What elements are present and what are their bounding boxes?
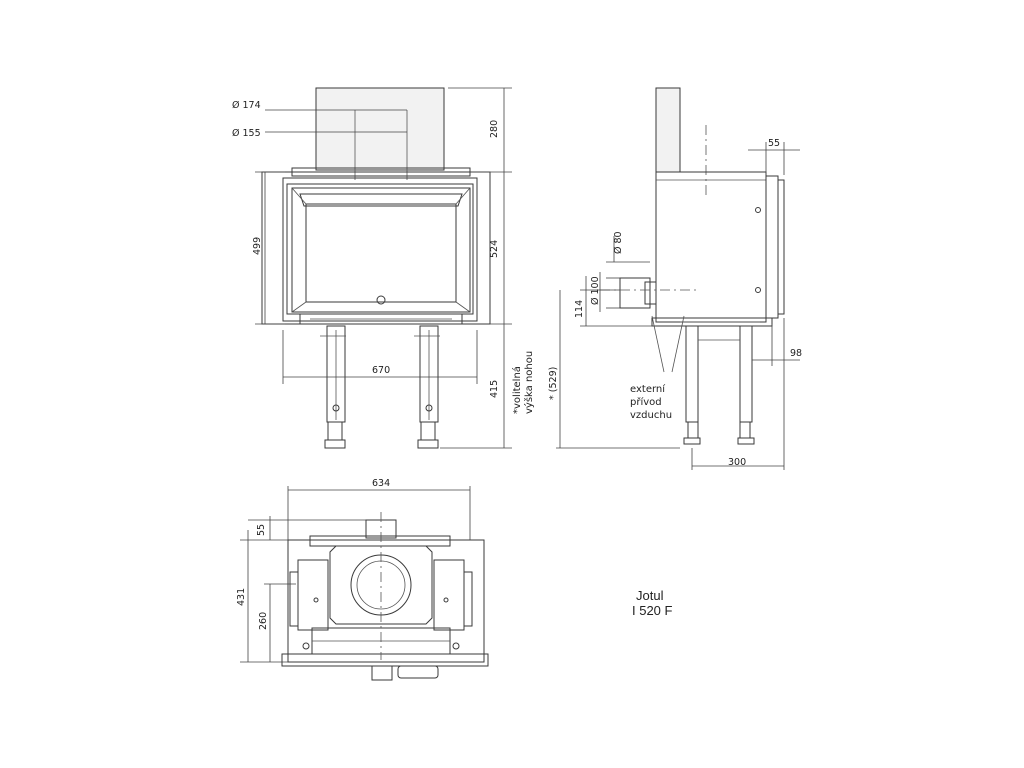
label-w-98: 98: [790, 348, 802, 359]
product-model: I 520 F: [632, 603, 673, 618]
side-body: [655, 171, 767, 323]
label-dia-174: Ø 174: [232, 100, 261, 111]
side-air-intake: [619, 277, 651, 309]
label-h-280: 280: [489, 120, 500, 138]
top-door-handle: [371, 665, 393, 681]
front-flue-collar: [315, 87, 445, 171]
front-glass: [305, 203, 457, 303]
label-h-114: 114: [574, 300, 585, 318]
top-view: [240, 486, 489, 681]
side-view: [556, 87, 800, 470]
label-d-431: 431: [236, 588, 247, 606]
label-h-529: * (529): [548, 367, 559, 400]
front-logo-emblem: [376, 295, 386, 305]
air-note-line1: externí: [630, 383, 666, 395]
side-flue: [655, 87, 681, 173]
label-dia-80: Ø 80: [613, 231, 624, 254]
air-note-line3: vzduchu: [630, 410, 672, 421]
label-d-55-top: 55: [256, 524, 267, 536]
top-body: [287, 539, 485, 663]
label-w-670: 670: [372, 365, 390, 376]
side-leg-front: [685, 325, 699, 423]
label-d-260: 260: [258, 612, 269, 630]
product-brand: Jotul: [636, 588, 664, 603]
label-w-55-side: 55: [768, 138, 780, 149]
air-note-line2: přívod: [630, 396, 662, 408]
leg-note-line1: *volitelná: [511, 366, 523, 414]
label-h-524: 524: [489, 240, 500, 258]
label-h-499: 499: [252, 237, 263, 255]
label-w-634: 634: [372, 478, 390, 489]
front-door: [291, 187, 471, 313]
label-dia-155: Ø 155: [232, 128, 261, 139]
side-leg-rear: [739, 325, 753, 423]
label-dia-100: Ø 100: [590, 276, 601, 305]
label-h-415: 415: [489, 380, 500, 398]
front-view: [255, 87, 512, 449]
label-w-300: 300: [728, 457, 746, 468]
leg-note-line2: výška nohou: [523, 351, 535, 414]
